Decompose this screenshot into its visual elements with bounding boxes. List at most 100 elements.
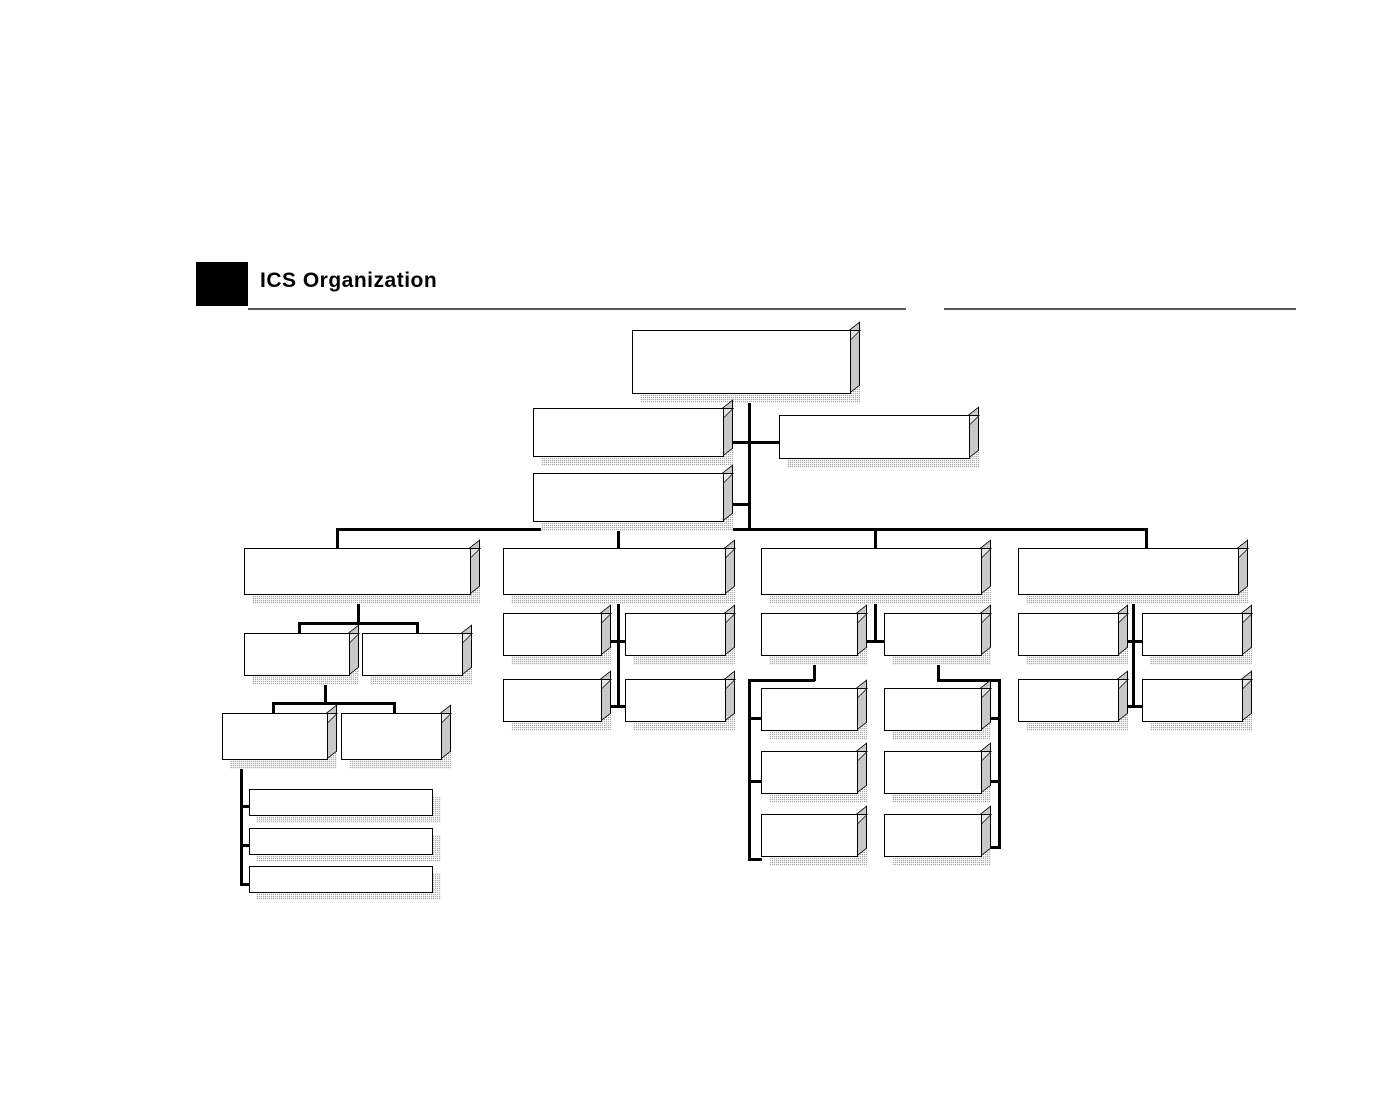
org-box-section-4-d[interactable] <box>1142 670 1253 731</box>
box-front-face <box>222 713 328 760</box>
org-box-section-3-b[interactable] <box>884 604 992 665</box>
connector-c3-l-stub-c <box>748 717 762 720</box>
box-front-face <box>503 548 726 595</box>
org-box-section-4-b[interactable] <box>1142 604 1253 665</box>
connector-drop-c1 <box>336 528 339 551</box>
org-box-section-2-a[interactable] <box>503 604 612 665</box>
connector-c3-l-up <box>813 663 816 681</box>
connector-c4-stub-ab <box>1120 640 1144 643</box>
org-box-section-4-c[interactable] <box>1018 670 1129 731</box>
org-box-section-2-header[interactable] <box>503 539 736 604</box>
org-box-section-1-c[interactable] <box>222 704 338 769</box>
box-front-face <box>503 613 602 656</box>
connector-drop-c4 <box>1145 528 1148 551</box>
org-box-section-1-f[interactable] <box>249 828 441 862</box>
connector-c3-r-stub-d <box>986 717 1000 720</box>
box-front-face <box>625 679 726 722</box>
org-box-section-2-c[interactable] <box>503 670 612 731</box>
header-rule-left <box>248 308 906 310</box>
box-front-face <box>884 751 982 794</box>
box-front-face <box>533 473 724 522</box>
connector-c1-drop-c <box>272 702 275 716</box>
connector-stub-staff-l2 <box>722 503 750 506</box>
connector-c3-r-over <box>937 679 1000 682</box>
org-box-section-1-e[interactable] <box>249 789 441 823</box>
box-front-face <box>244 548 471 595</box>
connector-c1-drop-a <box>298 622 301 636</box>
org-box-section-3-d[interactable] <box>884 679 992 740</box>
connector-c1-stem <box>357 598 360 624</box>
box-front-face <box>244 633 350 676</box>
connector-c2-stub-ab <box>605 640 629 643</box>
org-box-section-4-header[interactable] <box>1018 539 1249 604</box>
org-box-section-3-header[interactable] <box>761 539 992 604</box>
connector-c1-stem2 <box>324 680 327 704</box>
org-box-section-1-b[interactable] <box>362 624 473 685</box>
connector-c1-drop-b <box>416 622 419 636</box>
connector-stub-staff-r1 <box>748 441 782 444</box>
box-front-face <box>249 866 433 893</box>
header-rule-right <box>944 308 1296 310</box>
connector-c2-stub-cd <box>605 705 629 708</box>
connector-c3-r-up <box>937 663 940 681</box>
box-front-face <box>761 688 858 731</box>
black-square-icon <box>196 262 248 306</box>
org-box-section-2-d[interactable] <box>625 670 736 731</box>
connector-c1-stub-g <box>240 883 252 886</box>
box-front-face <box>1142 613 1243 656</box>
org-box-staff-right-1[interactable] <box>779 406 980 468</box>
box-front-face <box>884 814 982 857</box>
page-title: ICS Organization <box>260 269 438 292</box>
org-box-staff-left-1[interactable] <box>533 399 734 466</box>
org-box-section-3-h[interactable] <box>884 805 992 866</box>
connector-c1-drop-d <box>393 702 396 716</box>
org-box-section-1-a[interactable] <box>244 624 360 685</box>
box-front-face <box>341 713 442 760</box>
org-box-section-3-c[interactable] <box>761 679 868 740</box>
connector-bus-level2 <box>336 528 1148 531</box>
connector-c3-r-stub-f <box>986 780 1000 783</box>
connector-c3-l-spine <box>748 679 751 861</box>
connector-c1-stub-e <box>240 805 252 808</box>
org-box-section-3-a[interactable] <box>761 604 868 665</box>
org-box-section-3-g[interactable] <box>761 805 868 866</box>
connector-c3-stub-ab <box>860 640 888 643</box>
connector-c4-spine <box>1132 598 1135 708</box>
org-box-section-3-f[interactable] <box>884 742 992 803</box>
connector-c3-spine <box>874 598 877 642</box>
connector-drop-c3 <box>874 528 877 551</box>
box-front-face <box>249 789 433 816</box>
box-front-face <box>761 548 982 595</box>
connector-c1-bus2 <box>272 702 394 705</box>
org-box-section-2-b[interactable] <box>625 604 736 665</box>
box-front-face <box>625 613 726 656</box>
org-box-section-1-g[interactable] <box>249 866 441 900</box>
box-front-face <box>884 688 982 731</box>
box-front-face <box>1018 679 1119 722</box>
org-box-command[interactable] <box>632 321 861 403</box>
connector-c1-stub-f <box>240 844 252 847</box>
connector-drop-c2 <box>617 528 620 551</box>
box-front-face <box>1142 679 1243 722</box>
connector-stub-staff-l1 <box>722 441 750 444</box>
connector-c3-l-stub-e <box>748 780 762 783</box>
box-front-face <box>1018 548 1239 595</box>
connector-c1-spine <box>240 752 243 885</box>
org-box-staff-left-2[interactable] <box>533 464 734 531</box>
org-box-section-3-e[interactable] <box>761 742 868 803</box>
org-box-section-1-header[interactable] <box>244 539 481 604</box>
connector-c3-l-stub-g <box>748 858 762 861</box>
box-front-face <box>761 751 858 794</box>
connector-c1-bus <box>298 622 418 625</box>
box-front-face <box>362 633 463 676</box>
connector-c3-r-stub-h <box>986 846 1000 849</box>
connector-c4-stub-cd <box>1120 705 1144 708</box>
connector-c3-r-spine <box>998 679 1001 849</box>
box-front-face <box>884 613 982 656</box>
box-front-face <box>632 330 851 394</box>
box-front-face <box>503 679 602 722</box>
org-box-section-4-a[interactable] <box>1018 604 1129 665</box>
box-front-face <box>1018 613 1119 656</box>
org-box-section-1-d[interactable] <box>341 704 452 769</box>
